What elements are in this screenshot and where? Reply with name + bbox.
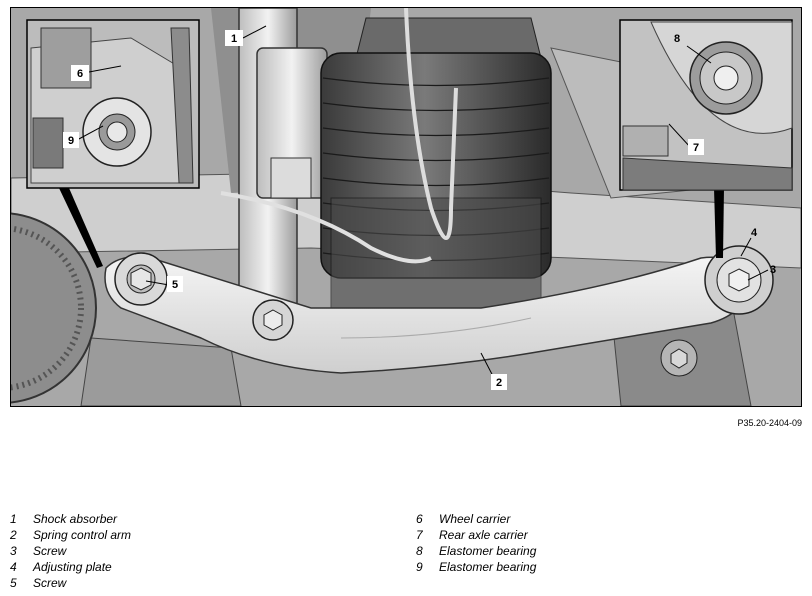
legend-item: 5 Screw: [10, 576, 131, 592]
legend-number: 2: [10, 528, 17, 542]
legend-number: 7: [416, 528, 423, 542]
legend-number: 3: [10, 544, 17, 558]
legend-label: Shock absorber: [33, 512, 118, 526]
legend-number: 8: [416, 544, 423, 558]
legend-item: 9 Elastomer bearing: [416, 560, 536, 576]
legend-number: 9: [416, 560, 423, 574]
figure-reference-code: P35.20-2404-09: [737, 418, 802, 428]
inset-pointers: [59, 188, 724, 268]
legend-item: 6 Wheel carrier: [416, 512, 536, 528]
legend-label: Elastomer bearing: [439, 560, 537, 574]
legend-label: Spring control arm: [33, 528, 132, 542]
legend-number: 5: [10, 576, 17, 590]
shock-absorber: [238, 8, 328, 309]
callout-8: 8: [674, 33, 680, 45]
legend-label: Wheel carrier: [439, 512, 511, 526]
brake-disc: [11, 212, 97, 404]
legend-number: 1: [10, 512, 17, 526]
legend-label: Screw: [33, 544, 67, 558]
callout-9: 9: [68, 135, 74, 147]
legend-label: Rear axle carrier: [439, 528, 528, 542]
legend-item: 2 Spring control arm: [10, 528, 131, 544]
legend-item: 8 Elastomer bearing: [416, 544, 536, 560]
inset-left: [26, 19, 200, 189]
legend-label: Adjusting plate: [33, 560, 112, 574]
legend-item: 4 Adjusting plate: [10, 560, 131, 576]
callout-6: 6: [77, 68, 83, 80]
lower-nut: [660, 339, 698, 377]
air-spring-bellows: [220, 8, 552, 309]
callout-labels: 1 2 3 4 5 6 7 8 9: [63, 30, 776, 390]
callout-4: 4: [751, 227, 758, 239]
callout-3: 3: [770, 264, 776, 276]
inset-right: [619, 19, 793, 191]
legend-item: 1 Shock absorber: [10, 512, 131, 528]
callout-2: 2: [496, 377, 502, 389]
legend-item: 3 Screw: [10, 544, 131, 560]
middle-screw: [252, 299, 294, 341]
suspension-diagram: 1 2 3 4 5 6 7 8 9: [10, 7, 802, 407]
callout-5: 5: [172, 279, 178, 291]
screw-3-adjusting-plate-4: [704, 245, 774, 315]
legend-label: Elastomer bearing: [439, 544, 537, 558]
legend-item: 7 Rear axle carrier: [416, 528, 536, 544]
legend-number: 4: [10, 560, 17, 574]
screw-5: [114, 252, 168, 306]
legend-label: Screw: [33, 576, 67, 590]
diagram-drawing: 1 2 3 4 5 6 7 8 9: [11, 8, 801, 406]
callout-7: 7: [693, 142, 699, 154]
callout-1: 1: [231, 33, 237, 45]
legend-number: 6: [416, 512, 423, 526]
